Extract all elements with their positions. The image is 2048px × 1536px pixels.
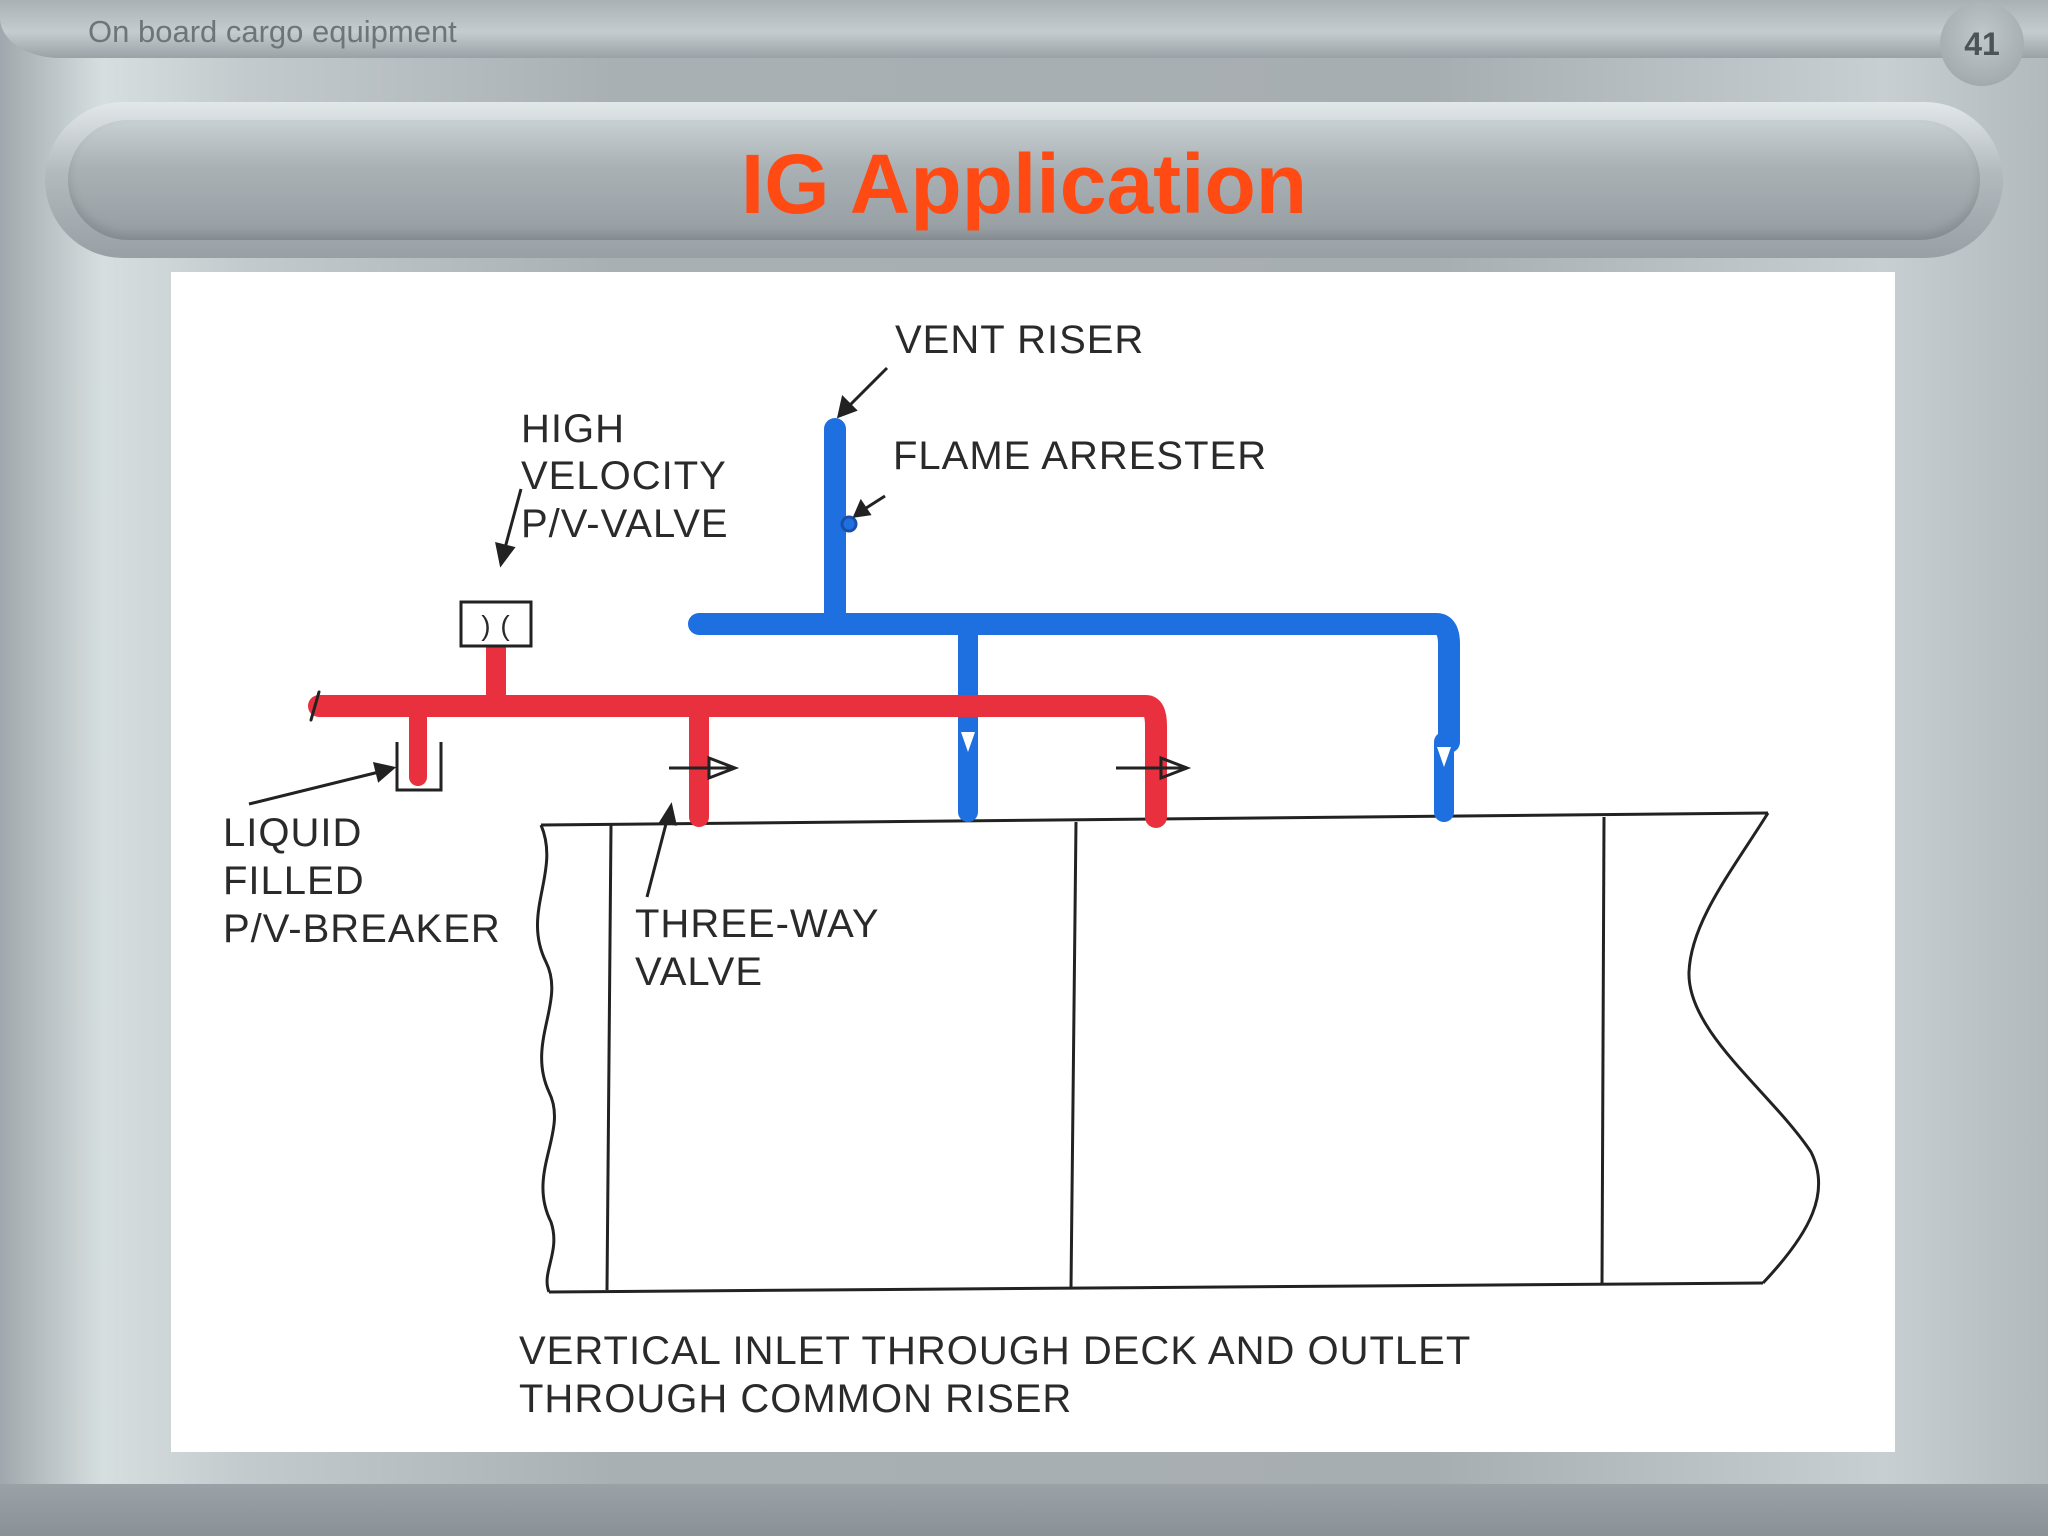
footer-band [0, 1484, 2048, 1536]
vent-riser-label: VENT RISER [895, 318, 1144, 362]
inlet-header-pipe [308, 695, 1167, 828]
page-number-badge: 41 [1940, 2, 2024, 86]
flame-arrester-label: FLAME ARRESTER [893, 434, 1267, 478]
ig-application-diagram: ) ( VENT RISER FLA [171, 272, 1895, 1452]
high-velocity-label-1: HIGH [521, 407, 625, 451]
liquid-filled-label-2: FILLED [223, 859, 365, 903]
outlet-header-pipe [688, 613, 1460, 753]
page-number: 41 [1964, 26, 2000, 62]
title-bar [68, 120, 1980, 240]
liquid-filled-label-3: P/V-BREAKER [223, 907, 501, 951]
deck-label: On board cargo equipment [88, 14, 457, 49]
high-velocity-label-2: VELOCITY [521, 454, 727, 498]
caption-line-2: THROUGH COMMON RISER [519, 1377, 1072, 1421]
three-way-label-2: VALVE [635, 950, 763, 994]
outlet-piping [688, 418, 1460, 822]
header-band [0, 0, 2048, 58]
flame-arrester [840, 515, 858, 533]
three-way-valve-1 [669, 755, 740, 781]
diagram-canvas: ) ( VENT RISER FLA [223, 318, 1821, 1421]
pv-breaker-box [395, 742, 443, 792]
three-way-valve-2 [1116, 755, 1192, 781]
leader-lines [248, 366, 889, 898]
slide-title: IG Application [740, 137, 1308, 231]
caption-line-1: VERTICAL INLET THROUGH DECK AND OUTLET [519, 1329, 1471, 1373]
pv-valve-box: ) ( [459, 600, 533, 648]
high-velocity-label-3: P/V-VALVE [521, 502, 729, 546]
cargo-tank-outline [536, 811, 1821, 1294]
svg-text:) (: ) ( [481, 610, 510, 641]
liquid-filled-label-1: LIQUID [223, 811, 362, 855]
three-way-label-1: THREE-WAY [635, 902, 880, 946]
